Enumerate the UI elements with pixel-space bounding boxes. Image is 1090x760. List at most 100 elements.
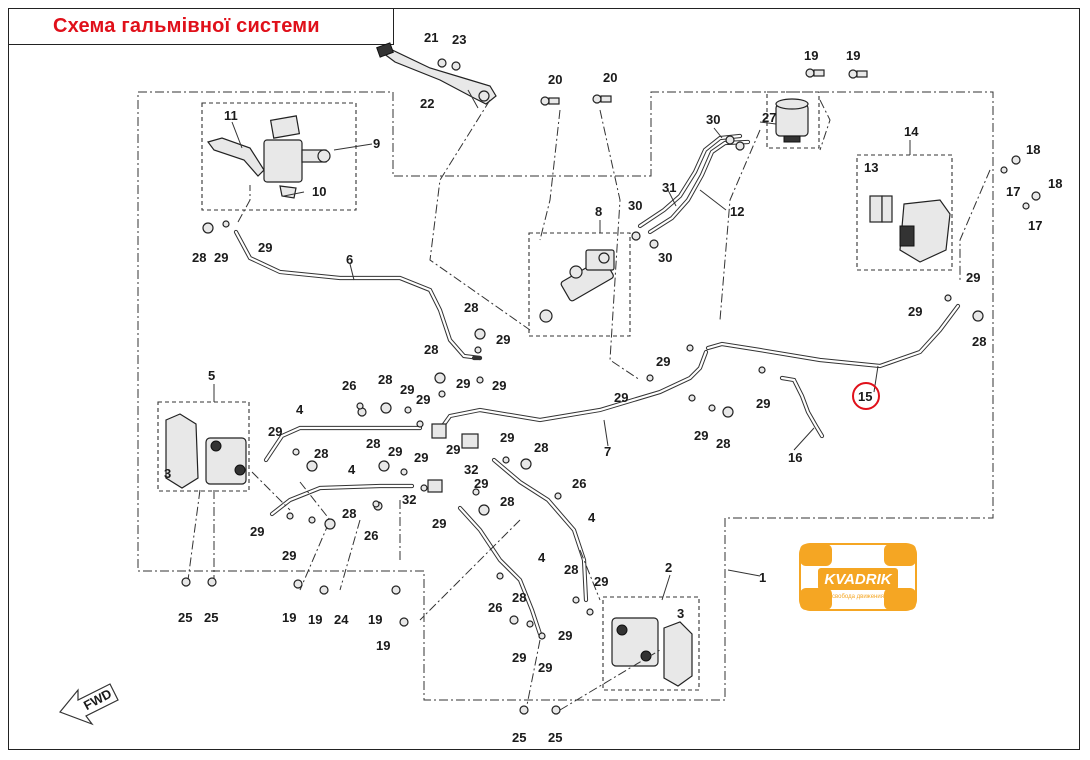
callout-label: 29 xyxy=(492,378,506,393)
callout-label: 2 xyxy=(665,560,672,575)
callout-label: 28 xyxy=(534,440,548,455)
callout-label: 29 xyxy=(614,390,628,405)
callout-label: 31 xyxy=(662,180,676,195)
callout-label: 19 xyxy=(282,610,296,625)
pin-21 xyxy=(437,58,447,68)
front-right-caliper-box xyxy=(602,596,700,691)
callout-label: 20 xyxy=(548,72,562,87)
callout-label: 22 xyxy=(420,96,434,111)
brake-fluid-reservoir xyxy=(775,98,809,143)
callout-label: 25 xyxy=(548,730,562,745)
callout-label: 29 xyxy=(594,574,608,589)
rear-master-cylinder xyxy=(539,249,615,323)
callout-label: 29 xyxy=(474,476,488,491)
callout-label: 28 xyxy=(314,446,328,461)
callout-label: 26 xyxy=(364,528,378,543)
callout-label: 19 xyxy=(846,48,860,63)
callout-label: 29 xyxy=(268,424,282,439)
callout-label: 13 xyxy=(864,160,878,175)
callout-label: 4 xyxy=(538,550,546,565)
fasteners xyxy=(181,68,1041,715)
logo-tagline: свобода движения xyxy=(832,594,884,600)
callout-label: 29 xyxy=(214,250,228,265)
brake-line-6 xyxy=(233,229,483,361)
callout-label: 21 xyxy=(424,30,438,45)
kvadrik-logo: KVADRIK свобода движения xyxy=(799,543,917,611)
front-left-caliper xyxy=(165,413,247,489)
callout-label: 17 xyxy=(1028,218,1042,233)
callout-label: 29 xyxy=(512,650,526,665)
callout-label: 28 xyxy=(500,494,514,509)
callout-label: 29 xyxy=(756,396,770,411)
callout-label: 23 xyxy=(452,32,466,47)
callout-label: 29 xyxy=(500,430,514,445)
page-title: Схема гальмівної системи xyxy=(53,14,320,37)
callout-label: 29 xyxy=(966,270,980,285)
callout-label: 29 xyxy=(538,660,552,675)
callout-label: 28 xyxy=(192,250,206,265)
washer-23 xyxy=(451,61,461,71)
callout-label: 29 xyxy=(258,240,272,255)
callout-label: 28 xyxy=(366,436,380,451)
callout-label: 26 xyxy=(488,600,502,615)
front-right-caliper xyxy=(611,617,693,687)
callout-label: 19 xyxy=(804,48,818,63)
callout-label: 14 xyxy=(904,124,919,139)
logo-brand: KVADRIK xyxy=(824,571,892,588)
callout-label: 29 xyxy=(656,354,670,369)
callout-label: 28 xyxy=(564,562,578,577)
brake-line-4-bottom xyxy=(457,505,543,637)
callout-label: 18 xyxy=(1026,142,1040,157)
brake-pedal xyxy=(376,42,497,105)
assembly-boundary xyxy=(137,91,994,701)
callout-label: 20 xyxy=(603,70,617,85)
callout-label: 24 xyxy=(334,612,349,627)
callout-lines xyxy=(213,89,911,601)
callout-label: 30 xyxy=(628,198,642,213)
diagram-frame xyxy=(8,8,1080,750)
callout-label: 1 xyxy=(759,570,766,585)
rear-caliper xyxy=(869,195,951,263)
callout-label: 30 xyxy=(706,112,720,127)
callout-label: 28 xyxy=(972,334,986,349)
callout-label: 6 xyxy=(346,252,353,267)
callout-label: 29 xyxy=(446,442,460,457)
callout-labels-extra: 29 29 28 29 29 xyxy=(694,270,986,443)
callout-label: 15 xyxy=(858,389,872,404)
callout-label: 29 xyxy=(282,548,296,563)
callout-label: 29 xyxy=(250,524,264,539)
callout-label: 25 xyxy=(204,610,218,625)
callout-label: 7 xyxy=(604,444,611,459)
callout-label: 4 xyxy=(348,462,356,477)
callout-label: 26 xyxy=(572,476,586,491)
callout-label: 29 xyxy=(456,376,470,391)
fwd-arrow-icon: FWD xyxy=(59,683,119,726)
master-cylinder-rear-box xyxy=(528,232,631,337)
reservoir-box xyxy=(766,91,820,149)
callout-label: 28 xyxy=(342,506,356,521)
callout-label: 11 xyxy=(224,108,238,123)
callout-label: 9 xyxy=(373,136,380,151)
callout-label: 17 xyxy=(1006,184,1020,199)
callout-label: 29 xyxy=(414,450,428,465)
callout-label: 29 xyxy=(558,628,572,643)
callout-label: 8 xyxy=(595,204,602,219)
callout-label: 29 xyxy=(388,444,402,459)
title-box: Схема гальмівної системи xyxy=(8,8,394,45)
callout-15-highlight xyxy=(852,382,880,410)
callout-label: 4 xyxy=(296,402,304,417)
three-way-junction xyxy=(427,423,479,493)
callout-label: 19 xyxy=(308,612,322,627)
callout-label: 16 xyxy=(788,450,802,465)
callout-label: 28 xyxy=(512,590,526,605)
callout-label: 29 xyxy=(694,428,708,443)
callout-label: 29 xyxy=(416,392,430,407)
front-master-cylinder xyxy=(206,115,331,199)
callout-label: 28 xyxy=(378,372,392,387)
callout-label: 19 xyxy=(376,638,390,653)
callout-label: 12 xyxy=(730,204,744,219)
front-left-caliper-box xyxy=(157,401,250,492)
callout-label: 32 xyxy=(402,492,416,507)
callout-labels: 1 2 3 3 4 4 4 4 5 6 7 8 9 10 11 12 13 14… xyxy=(164,30,1062,745)
